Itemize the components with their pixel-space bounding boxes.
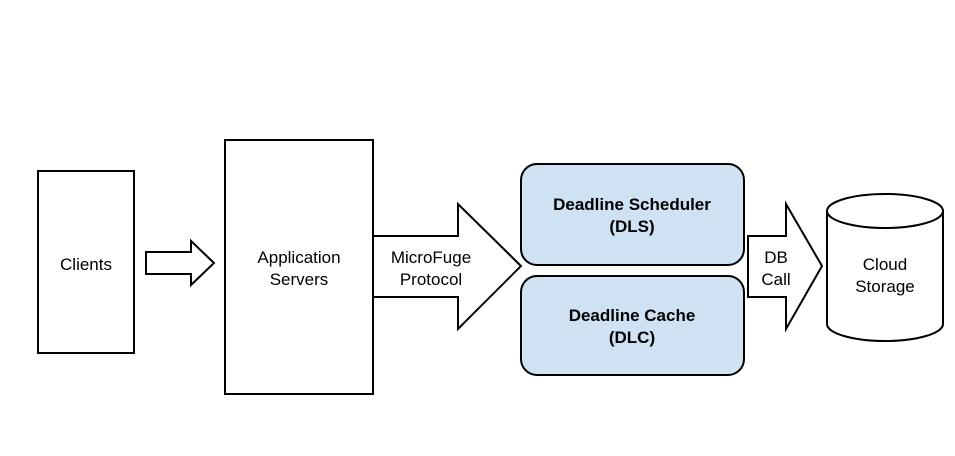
- db-call-label-line2: Call: [761, 270, 790, 289]
- application-servers-label-line2: Servers: [270, 270, 329, 289]
- protocol-label-line2: Protocol: [400, 270, 462, 289]
- clients-label: Clients: [60, 255, 112, 274]
- deadline-scheduler-node: Deadline Scheduler (DLS): [520, 163, 745, 266]
- clients-node: Clients: [37, 170, 135, 354]
- dls-label-line1: Deadline Scheduler: [553, 195, 711, 214]
- dlc-label-line1: Deadline Cache: [569, 306, 696, 325]
- db-call-arrow: DB Call: [747, 200, 824, 333]
- microfuge-protocol-arrow: MicroFuge Protocol: [372, 201, 523, 332]
- db-call-label-line1: DB: [764, 248, 788, 267]
- database-cylinder-icon: [826, 210, 944, 342]
- cloud-storage-label-line2: Storage: [855, 277, 915, 296]
- application-servers-node: Application Servers: [224, 139, 374, 395]
- deadline-scheduler-box: [520, 163, 745, 266]
- deadline-cache-node: Deadline Cache (DLC): [520, 275, 745, 376]
- dls-label-line2: (DLS): [609, 217, 654, 236]
- deadline-cache-box: [520, 275, 745, 376]
- dlc-label-line2: (DLC): [609, 328, 655, 347]
- cloud-storage-node: Cloud Storage: [826, 193, 944, 342]
- application-servers-label-line1: Application: [257, 248, 340, 267]
- clients-to-servers-arrow: [145, 238, 216, 288]
- cloud-storage-label-line1: Cloud: [863, 255, 907, 274]
- protocol-label-line1: MicroFuge: [391, 248, 471, 267]
